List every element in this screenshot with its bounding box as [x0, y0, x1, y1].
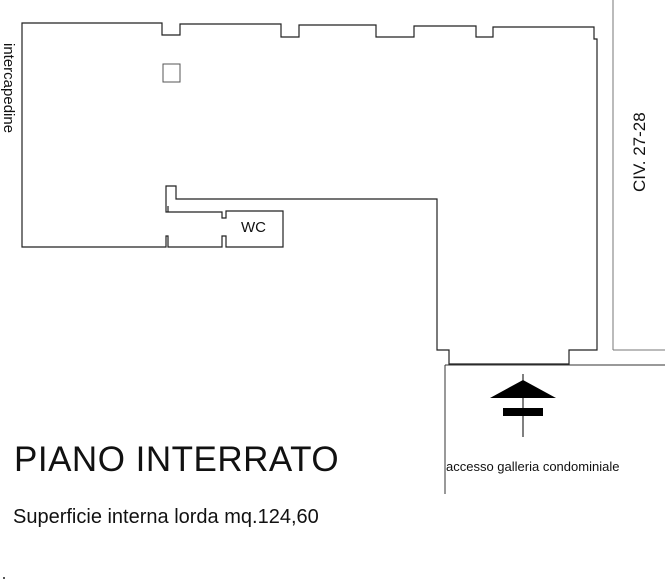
- room-label-wc: WC: [241, 219, 266, 236]
- civic-number-label: CIV. 27-28: [630, 112, 649, 192]
- floor-title: PIANO INTERRATO: [14, 440, 340, 479]
- perimeter-wall: [21, 22, 598, 365]
- intercapedine-label: intercapedine: [0, 43, 17, 133]
- entrance-arrow-icon: [490, 374, 556, 437]
- surface-area-text: Superficie interna lorda mq.124,60: [13, 506, 319, 528]
- entrance-label: accesso galleria condominiale: [446, 459, 620, 474]
- intercapedine-text: intercapedine: [0, 43, 17, 134]
- shaft-square: [162, 63, 181, 83]
